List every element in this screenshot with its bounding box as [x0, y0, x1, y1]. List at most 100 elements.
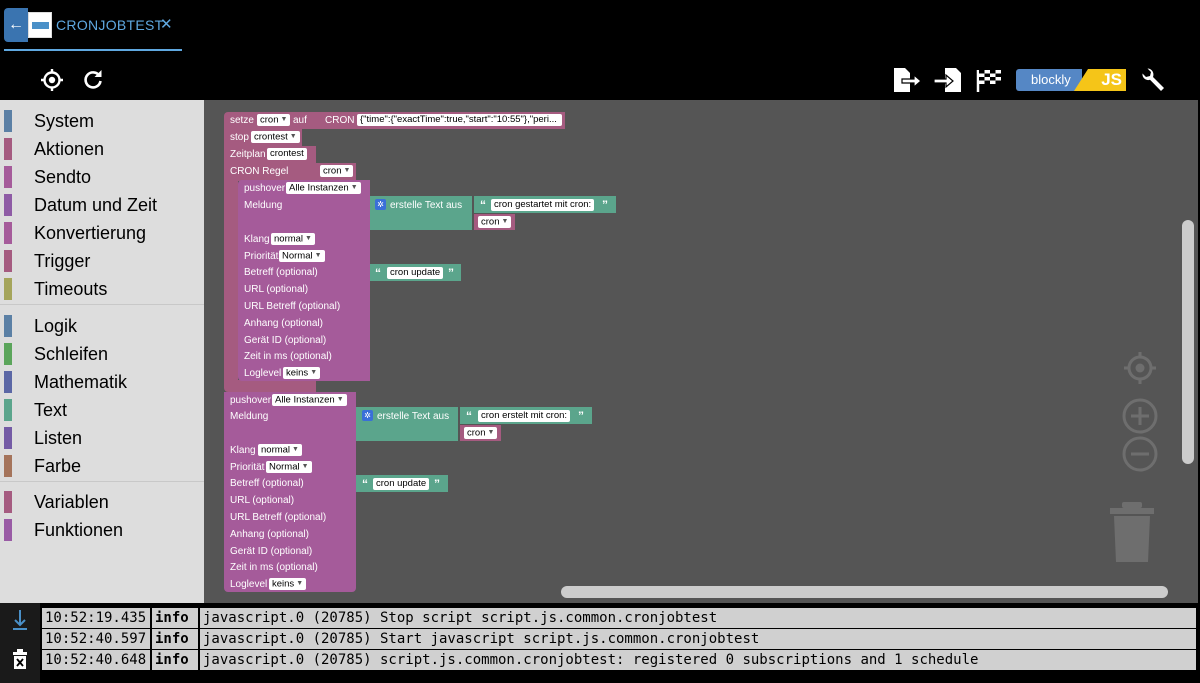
category-color-bar: [4, 166, 12, 188]
log-row: 10:52:19.435 info javascript.0 (20785) S…: [42, 608, 1196, 628]
category-color-bar: [4, 343, 12, 365]
text-field[interactable]: cron update: [373, 478, 430, 490]
log-panel: 10:52:19.435 info javascript.0 (20785) S…: [0, 603, 1200, 683]
category-variablen[interactable]: Variablen: [0, 487, 204, 515]
instance-dropdown[interactable]: Alle Instanzen▼: [272, 394, 347, 406]
instance-dropdown[interactable]: Alle Instanzen▼: [286, 182, 361, 194]
block-label: Anhang (optional): [230, 529, 309, 540]
import-icon[interactable]: [933, 66, 963, 94]
category-logik[interactable]: Logik: [0, 311, 204, 339]
block-label: Anhang (optional): [244, 318, 323, 329]
block-label: URL Betreff (optional): [230, 512, 327, 523]
recenter-icon[interactable]: [1122, 350, 1158, 386]
pushover-block[interactable]: [224, 392, 356, 592]
chevron-down-icon: ▼: [301, 463, 309, 470]
category-trigger[interactable]: Trigger: [0, 246, 204, 274]
block-label: Priorität: [230, 462, 265, 473]
loglevel-dropdown[interactable]: keins▼: [283, 367, 321, 379]
trash-icon[interactable]: [1106, 500, 1158, 564]
category-color-bar: [4, 278, 12, 300]
priority-dropdown[interactable]: Normal▼: [266, 461, 312, 473]
category-mathematik[interactable]: Mathematik: [0, 367, 204, 395]
settings-wrench-icon[interactable]: [1140, 67, 1166, 93]
category-color-bar: [4, 315, 12, 337]
category-sendto[interactable]: Sendto: [0, 162, 204, 190]
quote-close-icon: ”: [578, 409, 584, 423]
category-label: Timeouts: [34, 279, 108, 299]
pushover-block[interactable]: [238, 180, 370, 381]
category-schleifen[interactable]: Schleifen: [0, 339, 204, 367]
gear-icon[interactable]: ✲: [362, 410, 373, 421]
category-farbe[interactable]: Farbe: [0, 451, 204, 479]
text-field[interactable]: cron update: [387, 267, 444, 279]
category-label: Datum und Zeit: [34, 195, 158, 215]
horizontal-scrollbar[interactable]: [561, 586, 1168, 598]
blockly-workspace[interactable]: setze cron▼ auf CRON {"time":{"exactTime…: [204, 100, 1198, 603]
category-toolbox: System Aktionen Sendto Datum und Zeit Ko…: [0, 100, 204, 603]
cron-value-field[interactable]: {"time":{"exactTime":true,"start":"10:55…: [357, 114, 562, 126]
run-flag-icon[interactable]: [975, 67, 1003, 93]
block-label: URL (optional): [230, 495, 295, 506]
log-row: 10:52:40.648 info javascript.0 (20785) s…: [42, 650, 1196, 670]
block-label: Loglevel: [230, 579, 268, 590]
log-controls: [0, 603, 40, 683]
category-system[interactable]: System: [0, 106, 204, 134]
block-label: CRON Regel: [230, 166, 289, 177]
blockly-js-toggle[interactable]: blockly JS: [1016, 69, 1126, 91]
chevron-down-icon: ▼: [280, 116, 288, 123]
schedule-name-field[interactable]: crontest: [267, 148, 307, 160]
tab-title[interactable]: CRONJOBTEST: [56, 17, 164, 33]
variable-dropdown[interactable]: cron▼: [257, 114, 291, 126]
block-label: Betreff (optional): [244, 267, 318, 278]
category-color-bar: [4, 427, 12, 449]
log-message: javascript.0 (20785) script.js.common.cr…: [200, 650, 1196, 670]
text-join-block[interactable]: [356, 407, 458, 441]
scroll-down-icon[interactable]: [11, 609, 29, 631]
loglevel-dropdown[interactable]: keins▼: [269, 578, 307, 590]
zoom-in-icon[interactable]: [1122, 398, 1158, 434]
category-color-bar: [4, 110, 12, 132]
category-timeouts[interactable]: Timeouts: [0, 274, 204, 302]
sound-dropdown[interactable]: normal▼: [271, 233, 315, 245]
text-join-block[interactable]: [370, 196, 472, 230]
text-field[interactable]: cron erstelt mit cron:: [478, 410, 571, 422]
quote-close-icon: ”: [602, 198, 608, 212]
block-label: Meldung: [230, 411, 269, 422]
variable-dropdown[interactable]: cron▼: [464, 427, 498, 439]
dropdown-value: cron: [260, 114, 279, 126]
cron-rule-dropdown[interactable]: cron▼: [320, 165, 354, 177]
log-time: 10:52:40.597: [42, 629, 150, 649]
clear-log-icon[interactable]: [12, 649, 28, 669]
locate-icon[interactable]: [40, 68, 64, 92]
text-field[interactable]: cron gestartet mit cron:: [491, 199, 595, 211]
category-funktionen[interactable]: Funktionen: [0, 515, 204, 543]
category-listen[interactable]: Listen: [0, 423, 204, 451]
block-label: auf: [293, 115, 307, 126]
log-time: 10:52:40.648: [42, 650, 150, 670]
back-arrow-icon[interactable]: ←: [4, 8, 28, 42]
dropdown-value: cron: [481, 216, 500, 228]
category-color-bar: [4, 194, 12, 216]
priority-dropdown[interactable]: Normal▼: [279, 250, 325, 262]
tab-close-icon[interactable]: ✕: [160, 16, 173, 33]
dropdown-value: normal: [274, 233, 304, 245]
chevron-down-icon: ▼: [292, 446, 299, 453]
sound-dropdown[interactable]: normal▼: [258, 444, 302, 456]
script-logo-icon: [28, 12, 52, 38]
chevron-down-icon: ▼: [296, 580, 304, 587]
category-text[interactable]: Text: [0, 395, 204, 423]
category-aktionen[interactable]: Aktionen: [0, 134, 204, 162]
stop-dropdown[interactable]: crontest▼: [251, 131, 300, 143]
block-label: pushover: [244, 183, 286, 194]
refresh-icon[interactable]: [82, 68, 104, 90]
gear-icon[interactable]: ✲: [375, 199, 386, 210]
category-datum-und-zeit[interactable]: Datum und Zeit: [0, 190, 204, 218]
category-separator: [0, 304, 204, 305]
dropdown-value: cron: [323, 165, 342, 177]
zoom-out-icon[interactable]: [1122, 436, 1158, 472]
quote-close-icon: ”: [448, 266, 454, 280]
variable-dropdown[interactable]: cron▼: [478, 216, 512, 228]
vertical-scrollbar[interactable]: [1182, 220, 1194, 464]
export-icon[interactable]: [892, 66, 922, 94]
category-konvertierung[interactable]: Konvertierung: [0, 218, 204, 246]
